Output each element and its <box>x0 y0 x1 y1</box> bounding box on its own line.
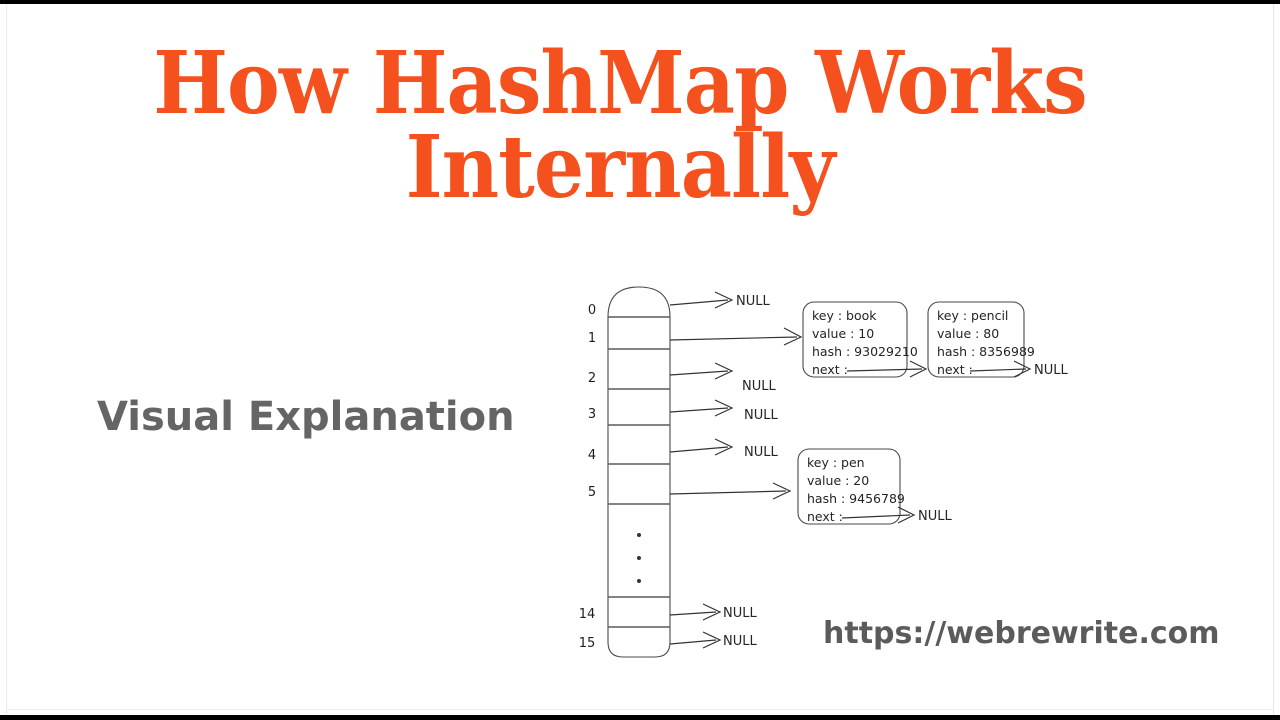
bucket-index-4: 4 <box>588 448 596 463</box>
arrowhead-bucket-0 <box>714 291 734 309</box>
arrow-bucket-14 <box>669 611 717 616</box>
title-line-2: Internally <box>405 117 836 219</box>
node-book-box <box>802 301 908 378</box>
node-book-hash: hash : 93029210 <box>812 344 918 359</box>
arrowhead-bucket-15 <box>702 631 722 649</box>
node-book-key: key : book <box>812 308 877 323</box>
null-label-node-pencil: NULL <box>1034 363 1068 378</box>
bucket-index-2: 2 <box>588 371 596 386</box>
hashmap-diagram-svg: 0 1 2 3 4 5 14 15 NULL NULL NULL <box>579 286 1068 658</box>
arrowhead-node-pen-next <box>897 506 916 524</box>
slide-subtitle: Visual Explanation <box>97 394 515 440</box>
arrow-node-book-next <box>846 368 923 372</box>
bucket-index-3: 3 <box>588 407 596 422</box>
title-line-1: How HashMap Works <box>153 33 1087 134</box>
null-label-bucket-14: NULL <box>723 606 757 621</box>
arrowhead-node-book-next <box>909 360 928 378</box>
null-label-bucket-15: NULL <box>723 634 757 649</box>
frame-border-left <box>6 4 7 715</box>
slide-title: How HashMap Works Internally <box>0 33 1240 219</box>
bucket-index-14: 14 <box>579 607 596 622</box>
null-label-bucket-0: NULL <box>736 294 770 309</box>
arrow-node-pen-next <box>841 514 911 519</box>
null-label-bucket-3: NULL <box>744 408 778 423</box>
node-pen-box <box>797 448 901 525</box>
node-pen-hash: hash : 9456789 <box>807 491 905 506</box>
bucket-index-1: 1 <box>588 331 596 346</box>
arrow-bucket-1 <box>669 336 798 341</box>
arrowhead-bucket-3 <box>714 399 734 417</box>
node-pencil-hash: hash : 8356989 <box>937 344 1035 359</box>
arrow-bucket-4 <box>669 446 729 453</box>
null-label-node-pen: NULL <box>918 509 952 524</box>
site-url-label: https://webrewrite.com <box>823 616 1220 651</box>
node-pencil-key: key : pencil <box>937 308 1008 323</box>
arrow-bucket-2 <box>669 370 729 376</box>
null-label-bucket-4: NULL <box>744 445 778 460</box>
node-book-value: value : 10 <box>812 326 874 341</box>
arrow-bucket-3 <box>669 407 729 413</box>
arrow-bucket-0 <box>669 299 729 306</box>
frame-border-right <box>1273 4 1274 715</box>
bucket-index-15: 15 <box>579 636 596 651</box>
bucket-index-5: 5 <box>588 485 596 500</box>
ellipsis-dot-2 <box>637 556 641 560</box>
arrowhead-bucket-2 <box>714 362 734 380</box>
ellipsis-dot-1 <box>637 533 641 537</box>
node-pen-next: next : <box>807 509 843 524</box>
frame-border-bottom <box>6 709 1273 710</box>
arrowhead-bucket-4 <box>714 438 734 456</box>
node-pen-key: key : pen <box>807 455 865 470</box>
arrow-node-pencil-next <box>969 368 1027 372</box>
bucket-array-outline <box>607 286 671 658</box>
slide-canvas: How HashMap Works Internally Visual Expl… <box>0 4 1280 715</box>
null-label-bucket-2: NULL <box>742 379 776 394</box>
hashmap-diagram: 0 1 2 3 4 5 14 15 NULL NULL NULL <box>560 272 1120 672</box>
arrowhead-bucket-1 <box>783 327 803 346</box>
arrow-bucket-15 <box>669 639 717 645</box>
node-pencil-next: next : <box>937 362 973 377</box>
node-pencil-box <box>927 301 1025 378</box>
bucket-index-0: 0 <box>588 303 596 318</box>
ellipsis-dot-3 <box>637 579 641 583</box>
arrowhead-bucket-14 <box>702 603 722 621</box>
node-book-next: next : <box>812 362 848 377</box>
arrow-bucket-5 <box>669 490 787 495</box>
node-pen-value: value : 20 <box>807 473 869 488</box>
node-pencil-value: value : 80 <box>937 326 999 341</box>
arrowhead-bucket-5 <box>772 482 792 500</box>
arrowhead-node-pencil-next <box>1013 360 1032 378</box>
